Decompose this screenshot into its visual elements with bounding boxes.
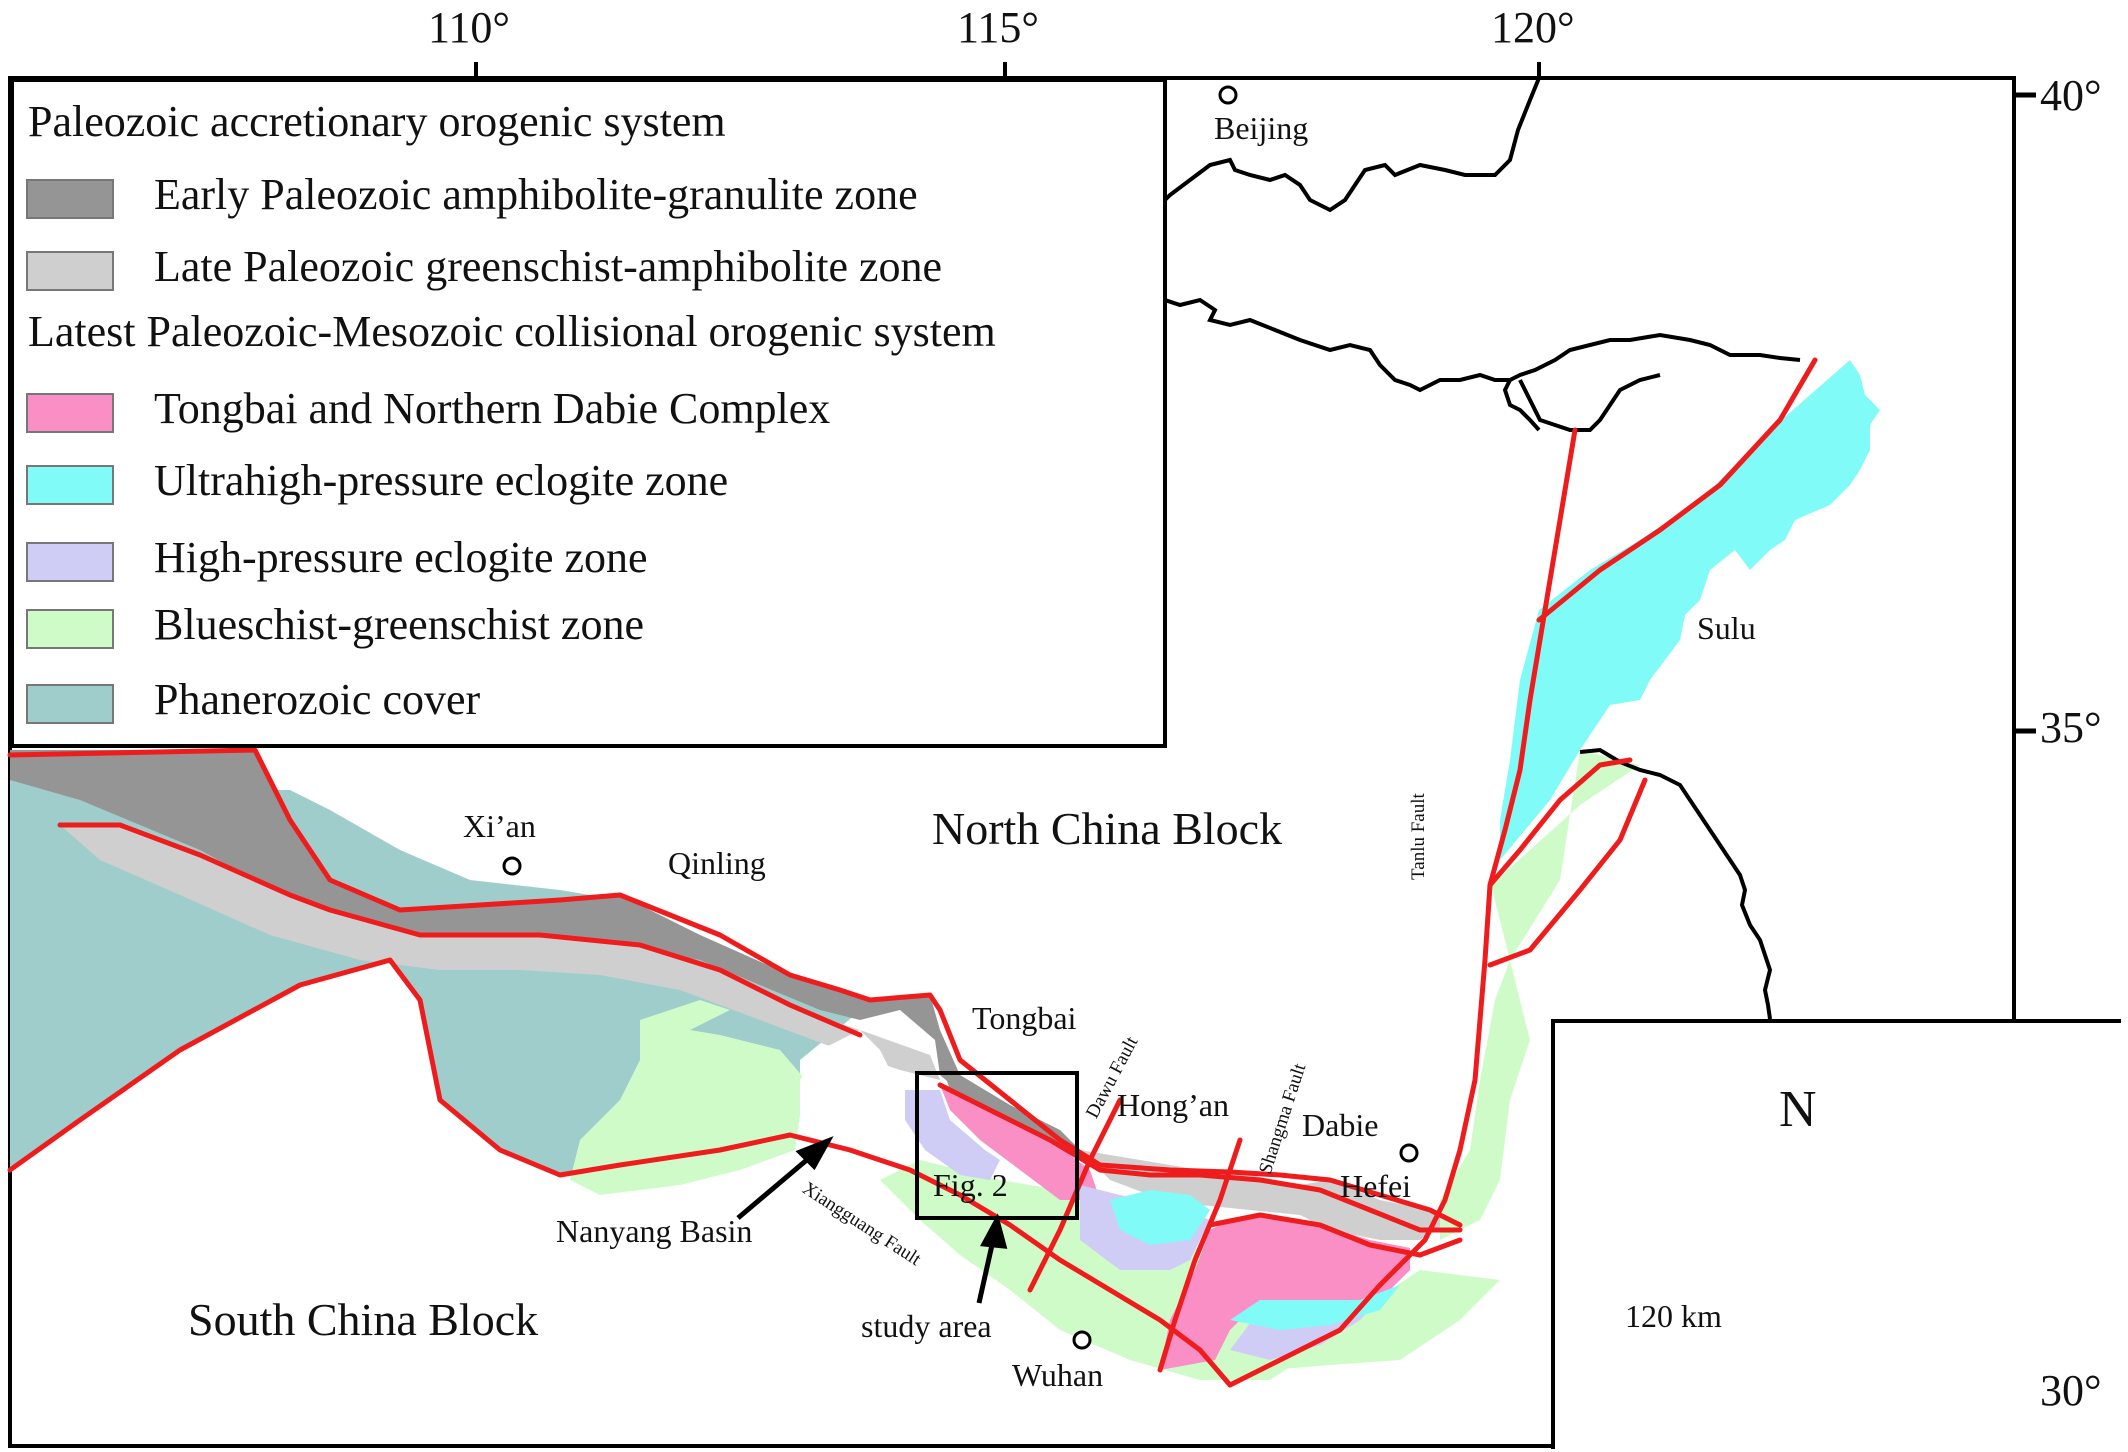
study-area-arrow-head [980, 1213, 1008, 1249]
latitude-tick-40: 40° [2040, 71, 2102, 120]
legend-swatch [26, 179, 114, 219]
qinling-south-boundary-fault [7, 957, 1233, 1388]
latitude-tick-30: 30° [2040, 1366, 2102, 1415]
legend-swatch [26, 684, 114, 724]
shandong-peninsula-coast [1518, 373, 1661, 432]
nanyang-basin-area [800, 1030, 900, 1160]
xian-marker [502, 856, 522, 876]
tanlu-branch-north [1536, 357, 1818, 623]
label-xian: Xi’an [463, 808, 536, 844]
tongbai-dabie-complex-west [940, 1085, 1100, 1200]
label-nanyang-basin: Nanyang Basin [556, 1213, 753, 1249]
latitude-tick-35: 35° [2040, 703, 2102, 752]
label-tanlu-fault: Tanlu Fault [1408, 793, 1429, 880]
uhp-eclogite-zone-east [1230, 1285, 1400, 1330]
label-hongan: Hong’an [1117, 1087, 1229, 1123]
legend: Paleozoic accretionary orogenic system E… [10, 78, 1167, 748]
inset-panel [1551, 1019, 2121, 1449]
legend-item-label: High-pressure eclogite zone [154, 533, 648, 582]
qinling-north-boundary-fault [7, 747, 1463, 1228]
coastline-boundary [1137, 77, 1801, 393]
legend-item-label: Late Paleozoic greenschist-amphibolite z… [154, 242, 943, 291]
label-south-china-block: South China Block [188, 1294, 539, 1345]
qinling-inner-fault [57, 822, 863, 1038]
longitude-tick-110: 110° [428, 3, 510, 52]
tanlu-branch-south [1487, 757, 1633, 888]
nanyang-arrow-shaft [736, 1151, 817, 1220]
blueschist-zone-tanlu [1440, 750, 1640, 1240]
label-beijing: Beijing [1214, 110, 1309, 146]
legend-item-label: Early Paleozoic amphibolite-granulite zo… [154, 170, 918, 219]
late-paleozoic-zone [60, 825, 940, 1080]
legend-section-paleozoic-title: Paleozoic accretionary orogenic system [28, 97, 726, 146]
label-dabie: Dabie [1302, 1107, 1379, 1143]
phanerozoic-cover-zone-south [10, 990, 210, 1100]
label-wuhan: Wuhan [1012, 1357, 1104, 1393]
uhp-eclogite-zone-sulu [1500, 360, 1880, 860]
longitude-tick-115: 115° [957, 3, 1039, 52]
label-fig2: Fig. 2 [933, 1167, 1008, 1203]
longitude-tick-marks [474, 62, 1541, 78]
north-label: N [1779, 1081, 1817, 1138]
legend-item-label: Ultrahigh-pressure eclogite zone [154, 456, 729, 505]
legend-swatch [26, 542, 114, 582]
arrows [736, 1136, 1008, 1304]
nanyang-arrow-head [795, 1136, 834, 1171]
legend-item-label: Phanerozoic cover [154, 675, 481, 724]
legend-swatch [26, 393, 114, 433]
fault-lines [7, 357, 1818, 1388]
hp-eclogite-zone-west [905, 1090, 1000, 1180]
shangma-fault [1157, 1137, 1243, 1373]
blueschist-zone-east [1228, 1270, 1500, 1385]
longitude-tick-120: 120° [1491, 3, 1575, 52]
hefei-marker [1399, 1143, 1419, 1163]
label-qinling: Qinling [668, 845, 766, 881]
label-north-china-block: North China Block [932, 803, 1283, 854]
jiangsu-coast [1579, 747, 1773, 1020]
legend-item-label: Blueschist-greenschist zone [154, 600, 644, 649]
legend-swatch [26, 465, 114, 505]
tongbai-dabie-complex-east [1160, 1215, 1410, 1370]
hongan-inner-fault [937, 1082, 1463, 1233]
uhp-eclogite-zone-west [1110, 1190, 1210, 1245]
blueschist-zone-nanyang [570, 1000, 810, 1195]
early-paleozoic-zone [10, 750, 1090, 1160]
shandong-coast [1502, 379, 1541, 432]
label-sulu: Sulu [1697, 610, 1756, 646]
dabie-complex-fault [1207, 1212, 1463, 1258]
scale-label: 120 km [1625, 1298, 1722, 1334]
beijing-marker [1218, 85, 1238, 105]
city-markers [502, 85, 1419, 1350]
label-hefei: Hefei [1340, 1168, 1412, 1204]
legend-swatch [26, 609, 114, 649]
legend-swatch [26, 251, 114, 291]
legend-section-collisional-title: Latest Paleozoic-Mesozoic collisional or… [28, 307, 996, 356]
tanlu-branch-east [1487, 777, 1648, 968]
label-tongbai: Tongbai [972, 1000, 1077, 1036]
wuhan-marker [1072, 1330, 1092, 1350]
tanlu-fault [1227, 427, 1578, 1388]
label-study-area: study area [861, 1308, 992, 1344]
legend-item-label: Tongbai and Northern Dabie Complex [154, 384, 831, 433]
